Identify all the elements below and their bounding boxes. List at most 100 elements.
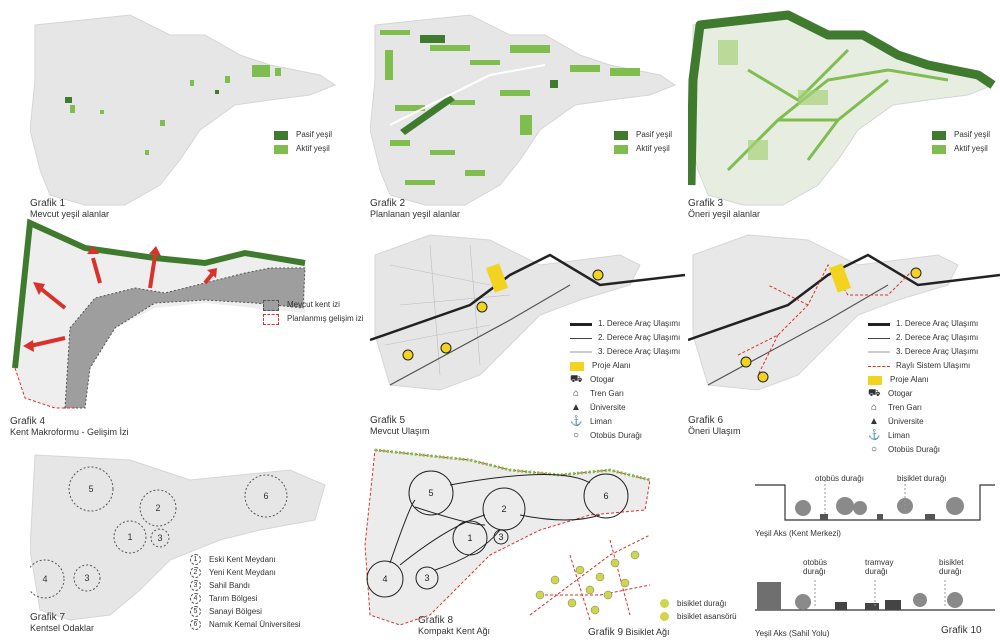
grafik-7-title: Grafik 7 <box>30 612 66 623</box>
legend-rail: Raylı Sistem Ulaşımı <box>896 361 971 370</box>
legend-aktif: Aktif yeşil <box>636 144 670 153</box>
grafik-8-subtitle: Kompakt Kent Ağı <box>418 626 491 636</box>
grafik-2-legend: Pasif yeşil Aktif yeşil <box>614 128 672 156</box>
legend-road2: 2. Derece Araç Ulaşımı <box>896 333 979 342</box>
legend-n1: 1 <box>190 554 201 565</box>
net-label-2: 2 <box>501 504 506 514</box>
rail-swatch <box>868 365 890 367</box>
train-icon: ⌂ <box>572 388 580 399</box>
grafik-3-legend: Pasif yeşil Aktif yeşil <box>932 128 990 156</box>
grafik-4-caption: Grafik 4 Kent Makroformu - Gelişim İzi <box>10 416 129 438</box>
g10-label-otobus-top: otobüs durağı <box>815 474 864 483</box>
bike-lift-icon <box>660 612 669 621</box>
bus-icon: ⛟ <box>570 374 583 385</box>
grafik-7-map: 5 2 1 3 4 3 6 <box>30 454 326 621</box>
grafik-5-panel: 1. Derece Araç Ulaşımı 2. Derece Araç Ul… <box>370 225 685 445</box>
legend-liman: Liman <box>888 431 910 440</box>
legend-aktif: Aktif yeşil <box>296 144 330 153</box>
legend-n3: 3 <box>190 580 201 591</box>
legend-road3: 3. Derece Araç Ulaşımı <box>896 347 979 356</box>
legend-n5: 5 <box>190 606 201 617</box>
node-label-1: 1 <box>127 532 132 542</box>
node-label-5: 5 <box>88 484 93 494</box>
mevcut-kent-izi <box>64 267 306 409</box>
rayli-sistem <box>737 264 914 376</box>
grafik-8-title: Grafik 8 <box>418 615 454 626</box>
aktif-swatch <box>274 144 288 154</box>
grafik-3-caption: Grafik 3 Öneri yeşil alanlar <box>688 198 760 220</box>
grafik-1-legend: Pasif yeşil Aktif yeşil <box>274 128 332 156</box>
aktif-patches <box>70 65 281 155</box>
grafik-2-caption: Grafik 2 Planlanan yeşil alanlar <box>370 198 460 220</box>
legend-otobus: Otobüs Durağı <box>590 431 643 440</box>
legend-bike-stop: bisiklet durağı <box>677 599 727 608</box>
net-label-4: 4 <box>382 574 387 584</box>
grafik-6-title: Grafik 6 <box>688 415 724 426</box>
grafik-3-panel: Pasif yeşil Aktif yeşil Grafik 3 Öneri y… <box>688 10 998 225</box>
grafik-6-subtitle: Öneri Ulaşım <box>688 426 741 436</box>
aktif-swatch <box>932 144 946 154</box>
grafik-1-panel: Pasif yeşil Aktif yeşil Grafik 1 Mevcut … <box>30 10 340 225</box>
grafik-5-legend: 1. Derece Araç Ulaşımı 2. Derece Araç Ul… <box>570 317 680 443</box>
bike-network <box>529 534 651 621</box>
proje-alani <box>485 263 509 293</box>
grafik-3-map <box>688 10 996 206</box>
grafik-6-panel: 1. Derece Araç Ulaşımı 2. Derece Araç Ul… <box>688 225 1000 455</box>
grafik-2-title: Grafik 2 <box>370 198 406 209</box>
legend-proje: Proje Alanı <box>592 361 631 370</box>
road2-swatch <box>570 337 592 339</box>
legend-l5: Sanayi Bölgesi <box>209 607 262 616</box>
legend-road2: 2. Derece Araç Ulaşımı <box>598 333 681 342</box>
legend-otogar: Otogar <box>888 389 913 398</box>
grafik-10-title: Grafik 10 <box>941 625 982 636</box>
grafik-8-map: 5 2 1 3 4 3 6 <box>364 448 651 626</box>
pasif-swatch <box>274 130 288 140</box>
g10-label-bisiklet-top: bisiklet durağı <box>897 474 947 483</box>
grafik-5-map <box>370 234 685 391</box>
bus-icon: ⛟ <box>868 388 881 399</box>
graduation-cap-icon: ▲ <box>571 402 581 413</box>
net-label-6: 6 <box>603 491 608 501</box>
grafik-4-legend: Mevcut kent izi Planlanmış gelişim izi <box>263 298 363 326</box>
road1-swatch <box>868 322 890 326</box>
grafik-9-legend: bisiklet durağı bisiklet asansörü <box>660 597 737 623</box>
legend-planlanmis: Planlanmış gelişim izi <box>287 314 364 323</box>
grafik-4-map <box>12 218 306 409</box>
grafik-9-title: Grafik 9 <box>588 627 624 638</box>
net-label-3b: 3 <box>424 573 429 583</box>
legend-bike-lift: bisiklet asansörü <box>677 612 737 621</box>
legend-n6: 6 <box>190 619 201 630</box>
grafik-6-legend: 1. Derece Araç Ulaşımı 2. Derece Araç Ul… <box>868 317 978 457</box>
g10-top-caption: Yeşil Aks (Kent Merkezi) <box>755 529 841 538</box>
net-label-1: 1 <box>467 533 472 543</box>
grafik-5-subtitle: Mevcut Ulaşım <box>370 426 430 436</box>
legend-pasif: Pasif yeşil <box>296 130 333 139</box>
grafik-9-subtitle: Bisiklet Ağı <box>625 627 670 637</box>
g10-label-tramvay: tramvay durağı <box>865 558 894 576</box>
grafik-8-panel: 5 2 1 3 4 3 6 bisiklet durağı bisiklet a… <box>360 445 750 640</box>
network-circles <box>366 470 629 598</box>
pasif-swatch <box>614 130 628 140</box>
grafik-3-subtitle: Öneri yeşil alanlar <box>688 209 761 219</box>
pasif-swatch <box>932 130 946 140</box>
node-label-2: 2 <box>155 503 160 513</box>
net-label-3: 3 <box>498 532 503 542</box>
grafik-8-caption: Grafik 8 Kompakt Kent Ağı <box>418 615 490 637</box>
legend-road1: 1. Derece Araç Ulaşımı <box>598 319 681 328</box>
legend-universite: Üniversite <box>888 417 924 426</box>
grafik-1-title: Grafik 1 <box>30 198 66 209</box>
legend-aktif: Aktif yeşil <box>954 144 988 153</box>
planlanmis-gelisim-izi <box>14 367 75 409</box>
legend-n4: 4 <box>190 593 201 604</box>
grafik-5-caption: Grafik 5 Mevcut Ulaşım <box>370 415 430 437</box>
legend-proje: Proje Alanı <box>890 375 929 384</box>
grafik-9-caption: Grafik 9 Bisiklet Ağı <box>588 627 670 638</box>
legend-l2: Yeni Kent Meydanı <box>209 568 276 577</box>
legend-road1: 1. Derece Araç Ulaşımı <box>896 319 979 328</box>
proje-swatch <box>868 375 882 385</box>
grafik-6-map <box>688 234 1000 391</box>
grafik-10-panel: otobüs durağı bisiklet durağı Yeşil Aks … <box>755 470 1000 640</box>
node-label-4: 4 <box>42 574 47 584</box>
grafik-6-caption: Grafik 6 Öneri Ulaşım <box>688 415 741 437</box>
